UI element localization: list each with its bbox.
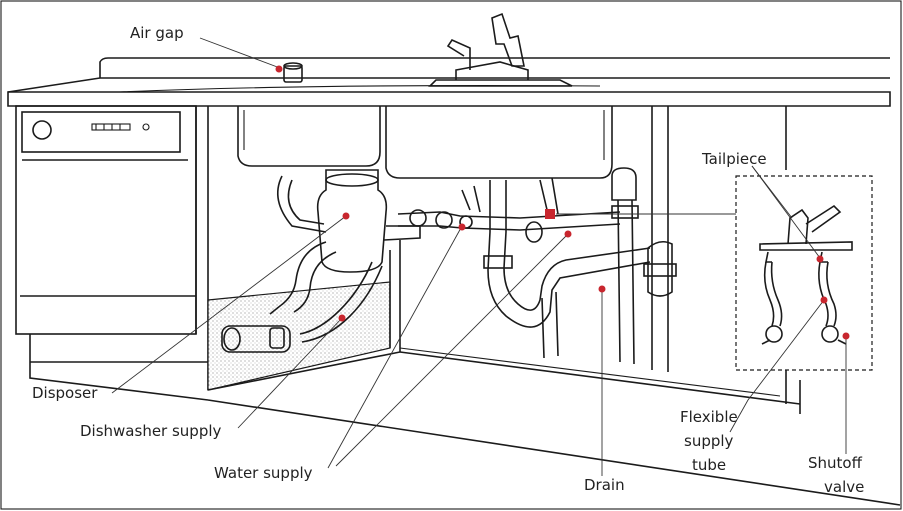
label-dishwasher-supply: Dishwasher supply: [80, 422, 222, 440]
label-drain: Drain: [584, 476, 625, 494]
water-supply-pipes: [397, 177, 621, 243]
marker-water-supply-right: [564, 230, 572, 238]
label-shutoff-valve-line2: valve: [824, 478, 864, 496]
marker-tee: [545, 209, 555, 219]
countertop: [7, 57, 891, 107]
marker-flexible-tube: [820, 296, 828, 304]
drain-assembly: [483, 106, 677, 372]
cabinet: [29, 106, 901, 506]
marker-drain: [598, 285, 606, 293]
air-gap-fixture: [283, 62, 303, 83]
label-flexible-supply-tube-line1: Flexible: [680, 408, 738, 426]
label-shutoff-valve-line1: Shutoff: [808, 454, 863, 472]
text-labels: Air gap Tailpiece Disposer Dishwasher su…: [32, 24, 864, 496]
callout-markers: [275, 65, 850, 340]
leader-lines: [111, 37, 847, 476]
marker-disposer: [342, 212, 350, 220]
marker-air-gap: [275, 65, 283, 73]
sink-faucet: [428, 12, 573, 87]
dishwasher: [15, 105, 208, 363]
sink-bowls: [237, 106, 613, 179]
disposer-unit: [276, 169, 421, 273]
marker-shutoff-valve: [842, 332, 850, 340]
dishwasher-supply-hose: [221, 241, 383, 353]
faucet-detail-inset: [735, 175, 873, 371]
marker-tailpiece: [816, 255, 824, 263]
label-air-gap: Air gap: [130, 24, 184, 42]
label-flexible-supply-tube-line2: supply: [684, 432, 734, 450]
label-flexible-supply-tube-line3: tube: [692, 456, 726, 474]
marker-water-supply-left: [458, 223, 466, 231]
label-tailpiece: Tailpiece: [701, 150, 767, 168]
marker-dishwasher-supply: [338, 314, 346, 322]
label-water-supply: Water supply: [214, 464, 313, 482]
label-disposer: Disposer: [32, 384, 98, 402]
